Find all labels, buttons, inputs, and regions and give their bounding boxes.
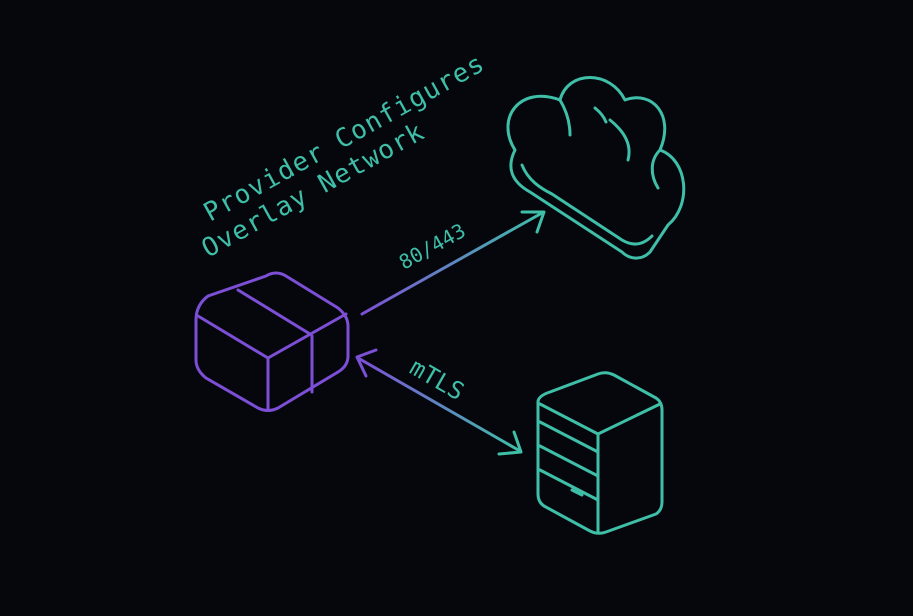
edge-upper-label: 80/443 xyxy=(395,218,470,274)
edge-box-to-server xyxy=(355,348,523,456)
arrowhead-box xyxy=(355,348,378,378)
cloud-icon xyxy=(506,76,686,260)
server-icon xyxy=(536,371,664,535)
title-line-1: Provider Configures xyxy=(199,48,490,228)
arrowhead-cloud xyxy=(520,210,546,234)
edge-lower-label: mTLS xyxy=(405,353,469,406)
edge-box-to-cloud xyxy=(360,210,546,316)
arrowhead-server xyxy=(497,430,523,456)
box-icon xyxy=(194,271,350,412)
